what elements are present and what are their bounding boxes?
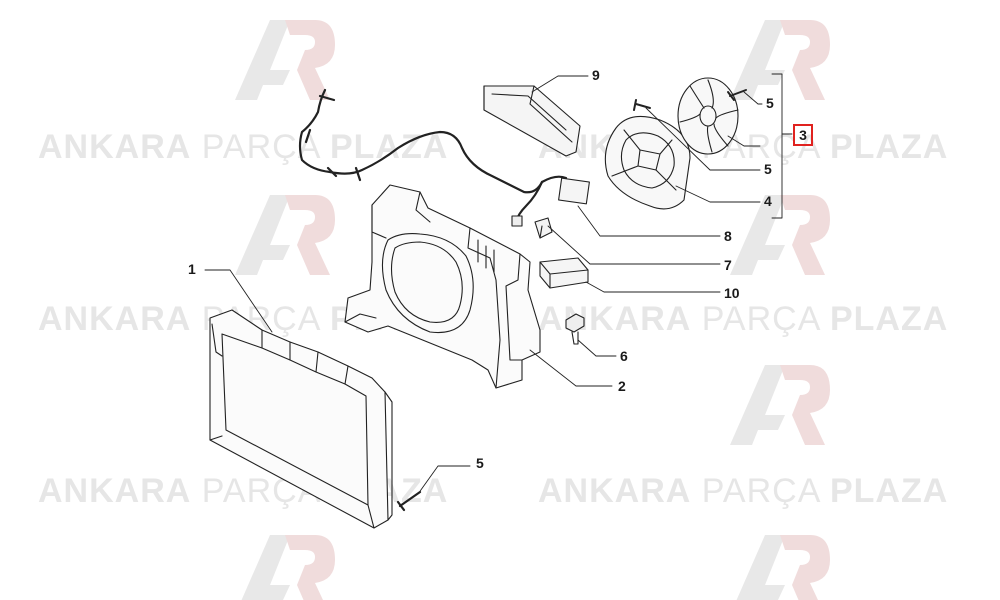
- screw-5-top: [727, 89, 747, 101]
- leader-2: [529, 349, 613, 387]
- callout-3-highlighted: 3: [793, 124, 813, 146]
- watermark-text: ANKARA PARÇA PLAZA: [538, 300, 949, 338]
- part-10-resistor: [539, 257, 589, 289]
- watermark-logo-icon: [235, 20, 335, 100]
- part-9-deflector: [483, 85, 581, 157]
- screw-5-mid: [633, 99, 651, 111]
- watermark-logos: [235, 20, 830, 600]
- watermark-logo-icon: [730, 365, 830, 445]
- callout-5-bottom: 5: [476, 455, 484, 471]
- part-2-radiator-frame: [344, 184, 541, 389]
- harness-connector: [558, 177, 590, 205]
- leader-7: [547, 225, 721, 265]
- callout-5-top: 5: [766, 95, 774, 111]
- leader-5-bottom: [417, 465, 471, 495]
- part-7-clip: [534, 217, 553, 239]
- part-3-fan: [677, 77, 739, 155]
- leader-8: [577, 205, 721, 237]
- watermark-logo-icon: [730, 195, 830, 275]
- leader-6: [577, 339, 617, 357]
- callout-4: 4: [764, 193, 772, 209]
- leader-4: [675, 185, 761, 203]
- part-1-front-panel: [209, 309, 393, 529]
- leader-5-mid: [645, 107, 761, 171]
- part-4-fan-shroud: [604, 115, 691, 210]
- callout-9: 9: [592, 67, 600, 83]
- harness-plug: [511, 215, 523, 227]
- leader-10: [585, 281, 721, 293]
- screw-5-bottom: [396, 490, 422, 512]
- leader-lines: [204, 73, 793, 495]
- part-6-bolt: [565, 313, 585, 345]
- leader-9: [531, 75, 589, 93]
- callout-1: 1: [188, 261, 196, 277]
- callout-2: 2: [618, 378, 626, 394]
- watermark-text: ANKARA PARÇA PLAZA: [38, 472, 449, 510]
- leader-5-top: [743, 91, 763, 105]
- watermark-text: ANKARA PARÇA PLAZA: [538, 472, 949, 510]
- callout-7: 7: [724, 257, 732, 273]
- leader-1: [204, 269, 273, 333]
- watermark-logo-icon: [730, 20, 830, 100]
- callout-8: 8: [724, 228, 732, 244]
- watermark-logo-icon: [736, 535, 830, 600]
- callout-5-mid: 5: [764, 161, 772, 177]
- callout-10: 10: [724, 285, 740, 301]
- group-bracket: [771, 73, 783, 219]
- watermark-logo-icon: [241, 535, 335, 600]
- callout-6: 6: [620, 348, 628, 364]
- watermark-logo-icon: [235, 195, 335, 275]
- leader-3: [727, 135, 761, 147]
